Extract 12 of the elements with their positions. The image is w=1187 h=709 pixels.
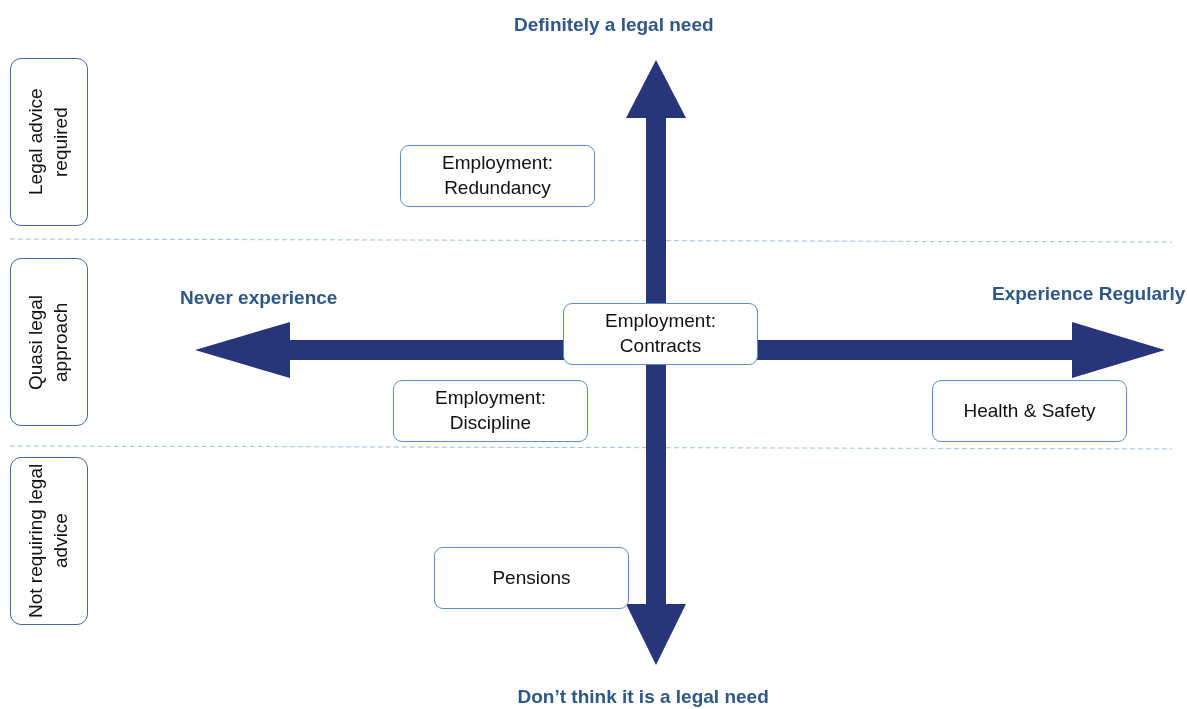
row-label-box: Legal advice required [10,58,88,226]
topic-box: Pensions [434,547,629,609]
row-label-box: Not requiring legal advice [10,457,88,625]
axis-label: Experience Regularly [992,283,1186,305]
topic-box: Employment: Contracts [563,303,758,365]
axis-label: Never experience [180,287,338,309]
axis-label: Definitely a legal need [514,14,714,36]
row-label-box: Quasi legal approach [10,258,88,426]
topic-box: Employment: Discipline [393,380,588,442]
topic-box: Employment: Redundancy [400,145,595,207]
topic-box: Health & Safety [932,380,1127,442]
axis-label: Don’t think it is a legal need [517,686,769,708]
